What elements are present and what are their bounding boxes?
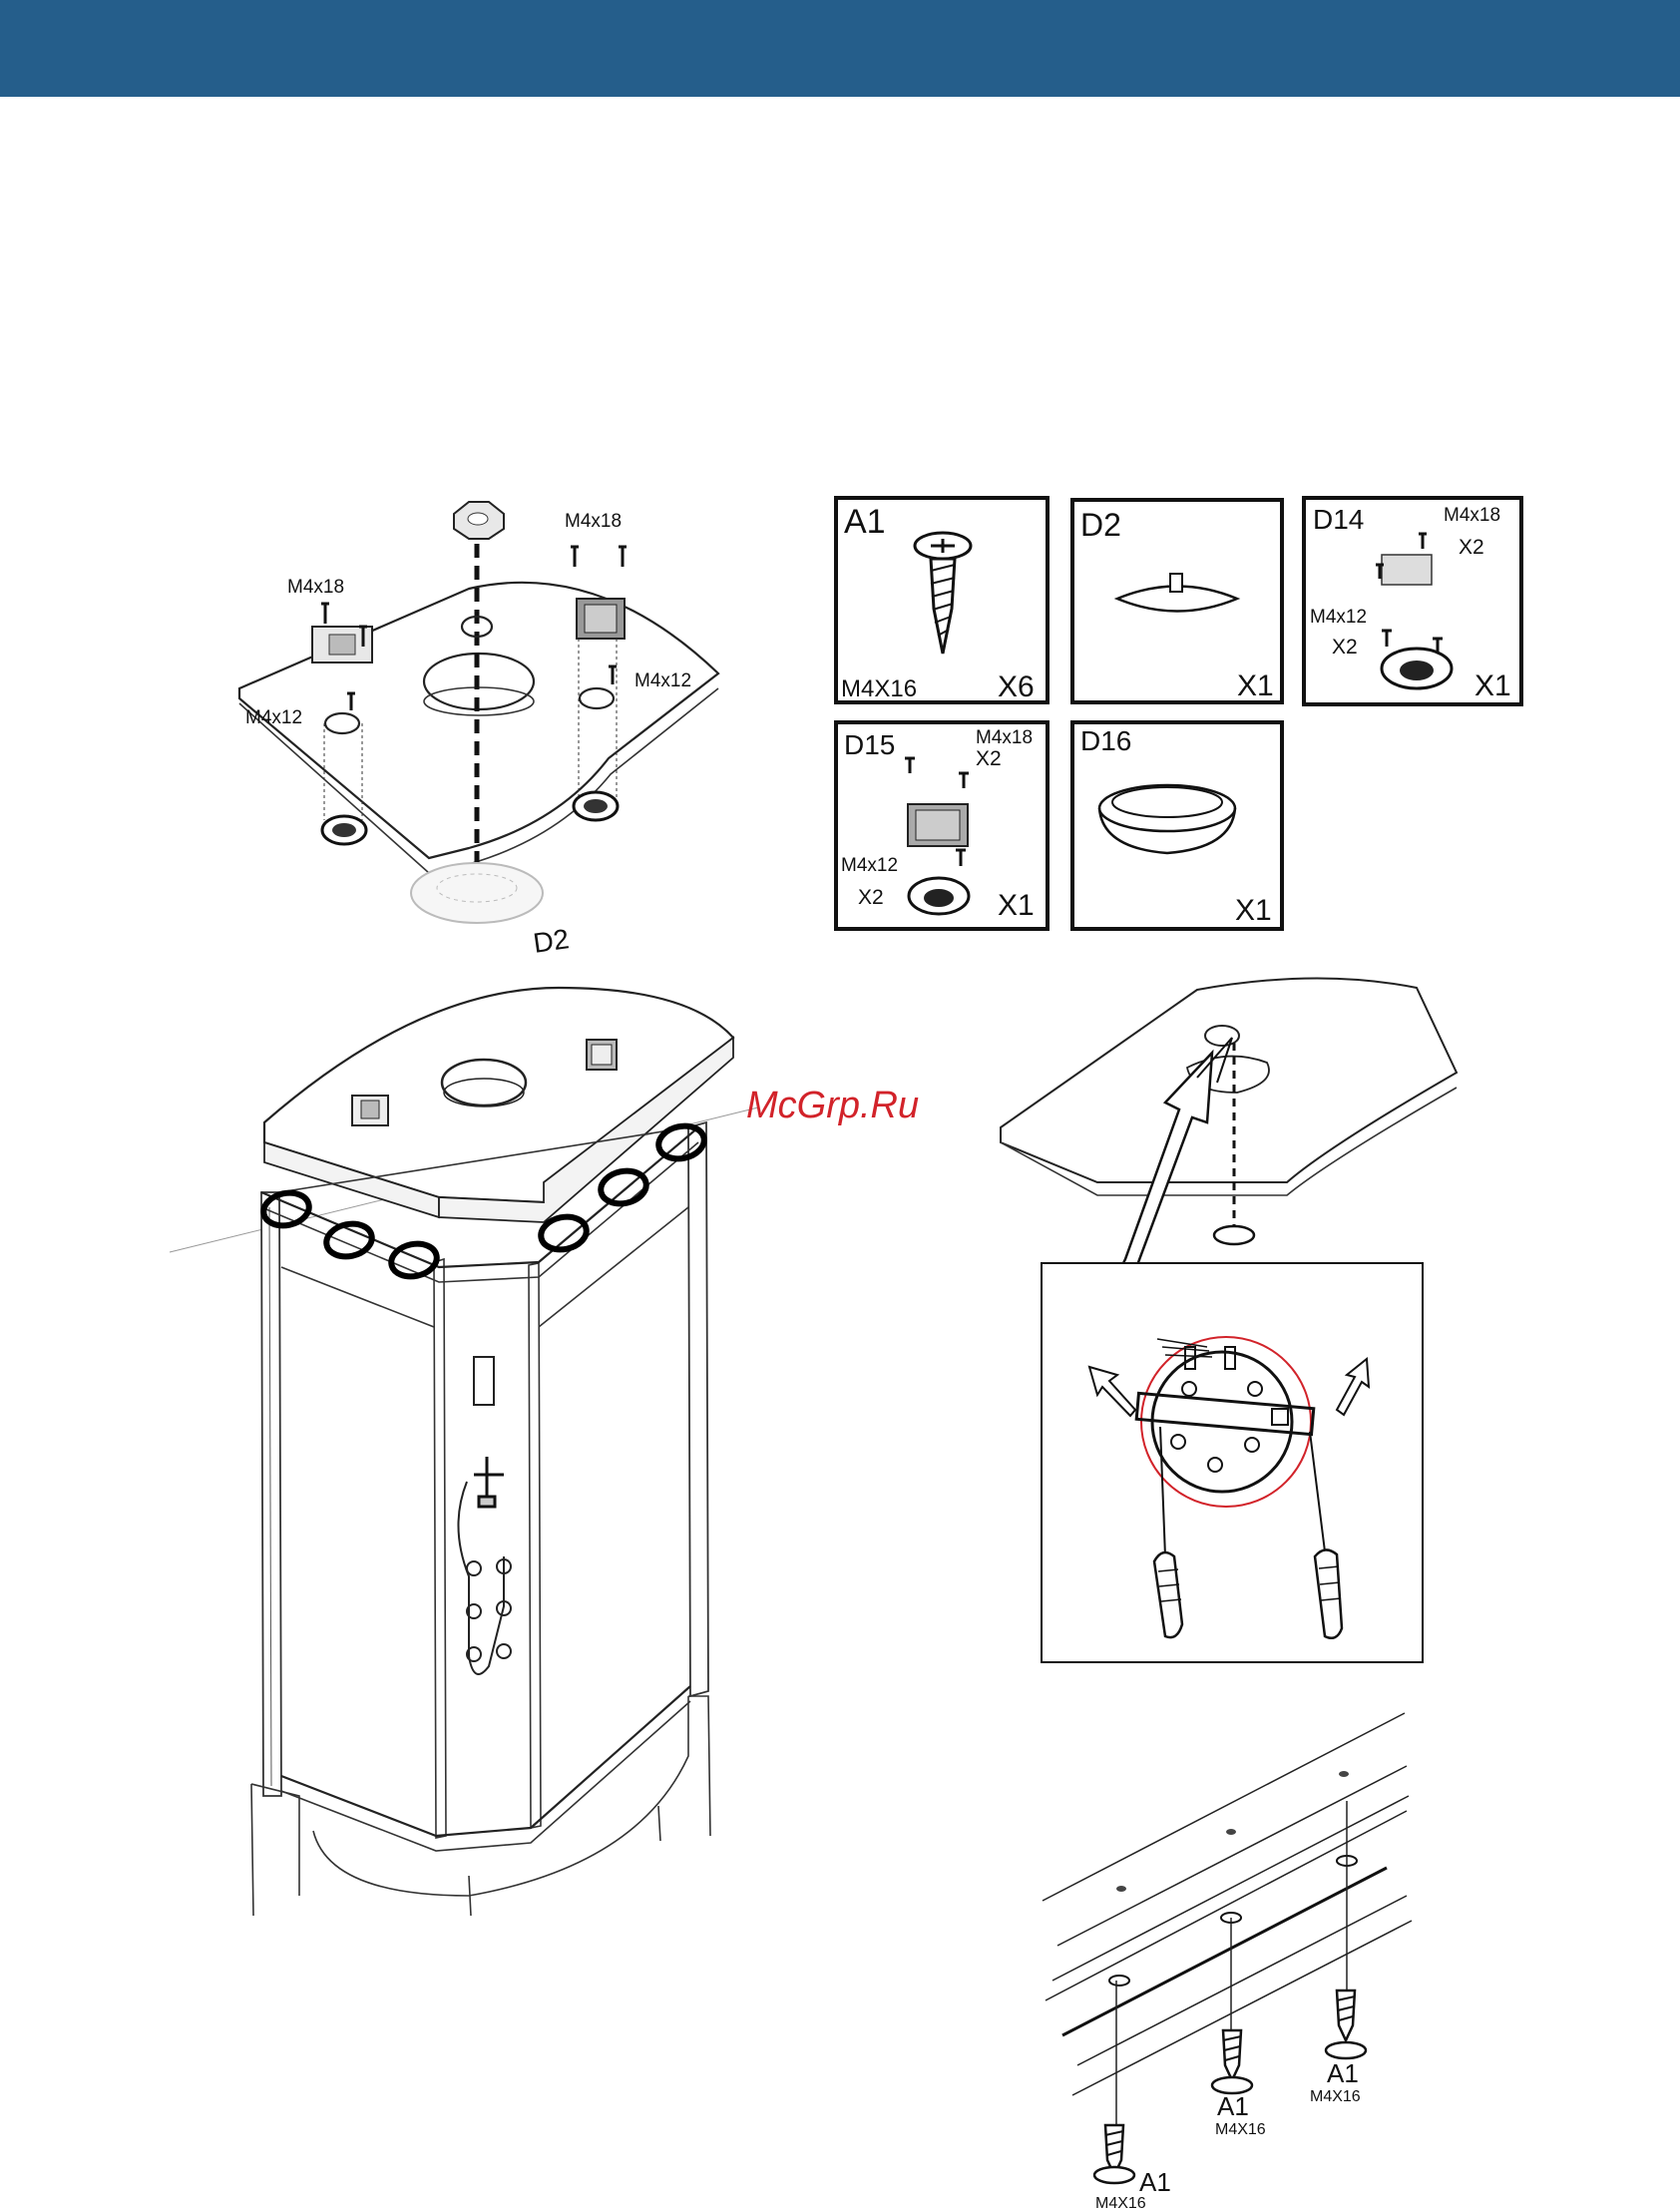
- part-d14-qty: X1: [1474, 669, 1511, 702]
- rail-screw-diagram: A1 M4X16 A1 M4X16 A1 M4X16: [1043, 1713, 1412, 2210]
- part-d15-screw2: M4x12: [841, 855, 898, 876]
- part-d15-screw1: M4x18: [976, 727, 1033, 748]
- label-m4x12-left: M4x12: [245, 707, 302, 728]
- part-d2-id: D2: [1080, 507, 1121, 543]
- label-m4x18-right: M4x18: [565, 511, 622, 532]
- part-a1-id: A1: [844, 503, 886, 541]
- screw-1-id: A1: [1139, 2167, 1171, 2197]
- part-d14-screw2-qty: X2: [1332, 636, 1358, 659]
- part-d16-id: D16: [1080, 725, 1131, 756]
- label-d2-lamp: D2: [532, 923, 572, 959]
- part-a1-size: M4X16: [841, 675, 917, 702]
- part-d14-id: D14: [1313, 504, 1364, 535]
- part-d15-screw1-qty: X2: [976, 747, 1002, 770]
- shower-cabin-diagram: [170, 988, 758, 1916]
- part-a1-qty: X6: [998, 670, 1035, 703]
- part-d14-screw2: M4x12: [1310, 607, 1367, 628]
- part-d16-qty: X1: [1235, 894, 1272, 927]
- screw-2-size: M4X16: [1215, 2121, 1266, 2138]
- screw-3-size: M4X16: [1310, 2088, 1361, 2105]
- label-m4x18-left: M4x18: [287, 577, 344, 598]
- part-d14-screw1: M4x18: [1444, 505, 1500, 526]
- screw-2-id: A1: [1217, 2091, 1249, 2121]
- label-m4x12-right: M4x12: [634, 670, 691, 691]
- part-d2-qty: X1: [1237, 669, 1274, 702]
- part-d14-screw1-qty: X2: [1459, 536, 1484, 559]
- lamp-detail-diagram: [1001, 978, 1457, 1662]
- part-d15-screw2-qty: X2: [858, 886, 884, 909]
- screw-1-size: M4X16: [1095, 2195, 1146, 2210]
- part-d15-id: D15: [844, 729, 895, 760]
- roof-exploded-diagram: M4x18 M4x18 M4x12 M4x12 D2: [239, 502, 718, 959]
- parts-list: A1 M4X16 X6 D2 X1 D14 M4x18 X2 M4x12 X2 …: [836, 498, 1521, 929]
- screw-3-id: A1: [1327, 2058, 1359, 2088]
- part-d15-qty: X1: [998, 889, 1035, 922]
- watermark-text: McGrp.Ru: [746, 1085, 919, 1126]
